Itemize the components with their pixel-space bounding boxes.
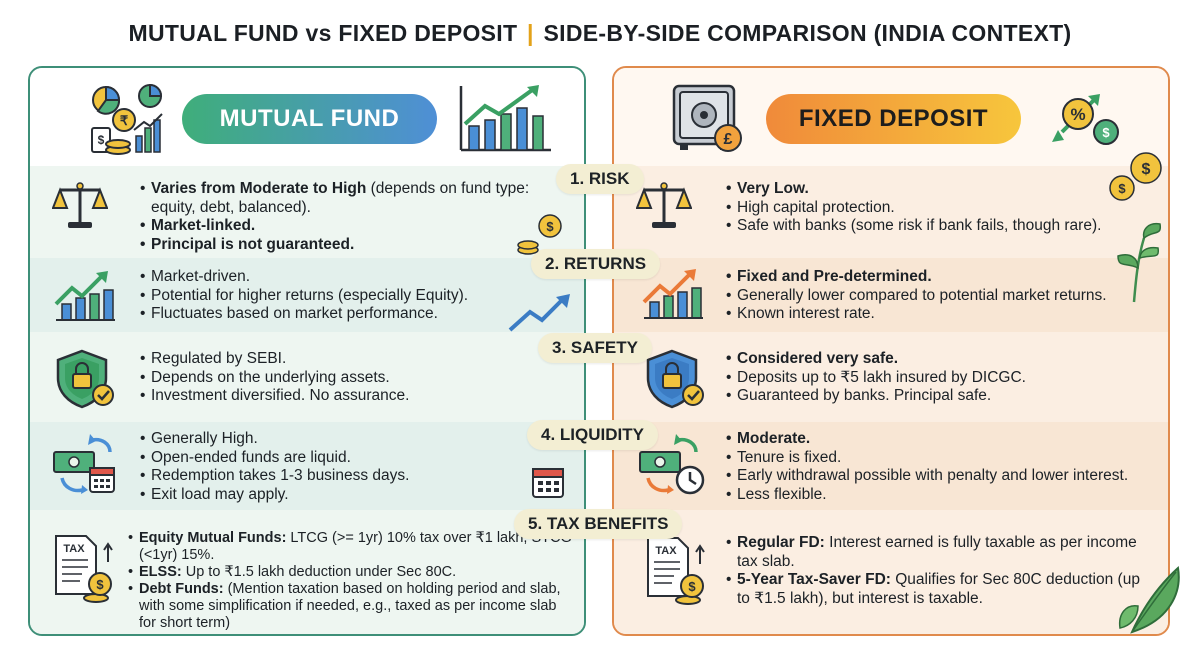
shield-lock-icon [56, 349, 114, 409]
fd-risk-item-3: Safe with banks (some risk if bank fails… [726, 217, 1146, 236]
label-returns: 2. RETURNS [531, 249, 661, 279]
mf-returns-item-2: Potential for higher returns (especially… [140, 287, 560, 306]
mf-liquidity-item-4: Exit load may apply. [140, 486, 560, 505]
label-safety: 3. SAFETY [538, 333, 652, 363]
fd-safety-item-1: Considered very safe. [726, 350, 1146, 369]
mf-liquidity-item-3: Redemption takes 1-3 business days. [140, 467, 560, 486]
mf-risk-item-1: Varies from Moderate to High (depends on… [140, 180, 560, 217]
mf-risk-item-1-bold: Varies from Moderate to High [151, 180, 367, 197]
mf-returns-item-3: Fluctuates based on market performance. [140, 305, 560, 324]
label-tax-benefits: 5. TAX BENEFITS [514, 509, 683, 539]
fd-risk-item-2: High capital protection. [726, 199, 1146, 218]
tax-document-title: TAX [63, 543, 85, 555]
fd-liquidity-item-2: Tenure is fixed. [726, 449, 1162, 468]
fd-tax-list: Regular FD: Interest earned is fully tax… [726, 534, 1146, 608]
rising-chart-icon [54, 271, 115, 321]
fd-tax-document-icon: TAX $ [647, 537, 705, 605]
fd-liquidity-item-3: Early withdrawal possible with penalty a… [726, 467, 1162, 486]
label-liquidity: 4. LIQUIDITY [527, 420, 658, 450]
page-title: MUTUAL FUND vs FIXED DEPOSIT | SIDE-BY-S… [0, 20, 1200, 47]
fixed-deposit-heading: FIXED DEPOSIT [766, 94, 1021, 144]
fd-tax-item-1-text: Interest earned is fully taxable as per … [737, 534, 1137, 570]
mf-tax-item-3-text: (Mention taxation based on holding perio… [139, 581, 561, 631]
fd-tax-coin-symbol: $ [688, 579, 696, 594]
mf-risk-item-3: Principal is not guaranteed. [140, 236, 560, 255]
fd-returns-item-2: Generally lower compared to potential ma… [726, 287, 1156, 306]
mf-tax-list: Equity Mutual Funds: LTCG (>= 1yr) 10% t… [128, 530, 574, 632]
mf-liquidity-item-2: Open-ended funds are liquid. [140, 449, 560, 468]
fd-safety-item-3: Guaranteed by banks. Principal safe. [726, 387, 1146, 406]
mf-risk-list: Varies from Moderate to High (depends on… [140, 180, 560, 254]
fd-safety-item-2: Deposits up to ₹5 lakh insured by DICGC. [726, 369, 1146, 388]
tax-coin-symbol: $ [96, 577, 104, 592]
balance-scale-icon [52, 182, 108, 228]
calendar-icon [532, 468, 564, 498]
mf-tax-item-1-bold: Equity Mutual Funds: [139, 530, 287, 546]
mf-tax-item-2: ELSS: Up to ₹1.5 lakh deduction under Se… [128, 564, 574, 581]
pie-chart-coins-icon: ₹ $ [91, 83, 163, 155]
fd-tax-item-2: 5-Year Tax-Saver FD: Qualifies for Sec 8… [726, 571, 1146, 608]
dollar-note-symbol: $ [98, 133, 105, 147]
mf-tax-item-1: Equity Mutual Funds: LTCG (>= 1yr) 10% t… [128, 530, 574, 564]
coin-stack-icon: $ [517, 214, 562, 255]
fd-risk-item-1: Very Low. [726, 180, 1146, 199]
mf-safety-list: Regulated by SEBI. Depends on the underl… [140, 350, 560, 406]
fd-rising-chart-icon [642, 269, 703, 319]
rupee-coin-symbol: ₹ [120, 113, 129, 128]
leaf-sprig-icon [1117, 222, 1162, 303]
fd-balance-scale-icon [636, 182, 692, 228]
mf-tax-item-1-text: LTCG (>= 1yr) 10% tax over ₹1 lakh, STCG… [139, 530, 572, 563]
fd-safety-list: Considered very safe. Deposits up to ₹5 … [726, 350, 1146, 406]
title-separator: | [527, 20, 534, 46]
fd-liquidity-item-1: Moderate. [726, 430, 1162, 449]
gold-coins-icon: $ $ [1109, 152, 1162, 201]
pound-coin-symbol: £ [724, 131, 733, 148]
mf-safety-item-3: Investment diversified. No assurance. [140, 387, 560, 406]
mf-liquidity-item-1: Generally High. [140, 430, 560, 449]
mf-risk-item-1-text: (depends on fund type: equity, debt, bal… [151, 180, 530, 216]
fd-risk-list: Very Low. High capital protection. Safe … [726, 180, 1146, 236]
fd-returns-list: Fixed and Pre-determined. Generally lowe… [726, 268, 1156, 324]
percent-exchange-icon: % $ [1052, 94, 1119, 145]
mf-tax-item-2-text: Up to ₹1.5 lakh deduction under Sec 80C. [181, 564, 457, 580]
mf-returns-item-1: Market-driven. [140, 268, 560, 287]
fd-tax-item-2-bold: 5-Year Tax-Saver FD: [737, 571, 891, 588]
mf-safety-item-1: Regulated by SEBI. [140, 350, 560, 369]
fd-tax-document-title: TAX [655, 545, 677, 557]
fd-tax-item-1-bold: Regular FD: [737, 534, 825, 551]
fd-shield-lock-icon [646, 349, 704, 409]
mf-tax-item-3-bold: Debt Funds: [139, 581, 224, 597]
mf-tax-item-3: Debt Funds: (Mention taxation based on h… [128, 581, 574, 632]
title-right: SIDE-BY-SIDE COMPARISON (INDIA CONTEXT) [543, 20, 1072, 46]
mf-tax-item-2-bold: ELSS: [139, 564, 182, 580]
cash-exchange-calendar-icon [53, 434, 115, 494]
title-left: MUTUAL FUND vs FIXED DEPOSIT [128, 20, 518, 46]
fd-tax-item-2-text: Qualifies for Sec 80C deduction (up to ₹… [737, 571, 1140, 607]
percent-coin-symbol: % [1070, 105, 1085, 124]
mutual-fund-heading: MUTUAL FUND [182, 94, 437, 144]
large-leaf-icon [1118, 566, 1180, 634]
fixed-deposit-panel: £ FIXED DEPOSIT % $ [612, 66, 1170, 636]
mutual-fund-panel: ₹ $ MUTUAL FUND [28, 66, 586, 636]
trend-arrow-icon [508, 294, 570, 332]
fd-liquidity-list: Moderate. Tenure is fixed. Early withdra… [726, 430, 1162, 504]
fd-cash-clock-icon [639, 434, 705, 495]
label-risk: 1. RISK [556, 164, 644, 194]
mf-safety-item-2: Depends on the underlying assets. [140, 369, 560, 388]
fd-returns-item-3: Known interest rate. [726, 305, 1156, 324]
gold-coin-large-symbol: $ [1142, 161, 1151, 178]
tax-document-icon: TAX $ [55, 535, 113, 603]
fd-returns-item-1: Fixed and Pre-determined. [726, 268, 1156, 287]
fd-liquidity-item-4: Less flexible. [726, 486, 1162, 505]
growth-bar-chart-icon [459, 85, 551, 152]
mf-returns-list: Market-driven. Potential for higher retu… [140, 268, 560, 324]
mf-risk-item-2: Market-linked. [140, 217, 560, 236]
gold-coin-small-symbol: $ [1118, 181, 1126, 196]
dollar-coin-symbol: $ [1102, 125, 1110, 140]
fd-tax-item-1: Regular FD: Interest earned is fully tax… [726, 534, 1146, 571]
safe-vault-icon: £ [672, 84, 742, 152]
mf-liquidity-list: Generally High. Open-ended funds are liq… [140, 430, 560, 504]
center-coin-symbol: $ [546, 219, 554, 234]
